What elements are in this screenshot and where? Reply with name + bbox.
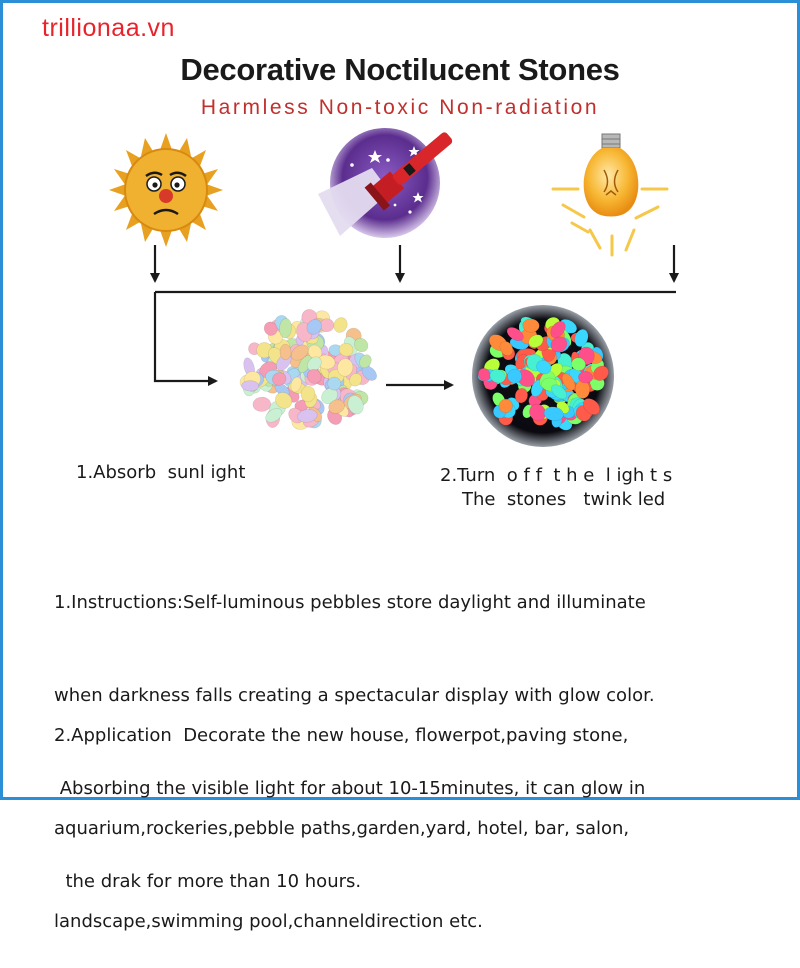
pebble	[551, 384, 567, 400]
pebble	[252, 396, 271, 412]
pebble	[498, 398, 513, 414]
pebble	[507, 368, 523, 384]
flow-connectors	[150, 245, 679, 390]
pebble	[359, 354, 372, 369]
pebble	[263, 321, 278, 336]
pebble	[574, 329, 589, 347]
pebbles-glowing-image	[472, 305, 614, 447]
pebble	[328, 399, 345, 414]
pebble	[297, 409, 318, 423]
instructions-line: 1.Instructions:Self-luminous pebbles sto…	[54, 592, 646, 613]
pebble	[306, 319, 322, 335]
pebble	[353, 337, 369, 353]
pebble	[499, 341, 514, 356]
step-2-caption-line-2: The stones twink led	[462, 489, 666, 510]
pebble	[307, 356, 322, 372]
pebble	[506, 327, 524, 342]
pebble	[593, 365, 609, 381]
pebble	[349, 373, 362, 387]
watermark-text: trillionaa.vn	[42, 14, 175, 42]
flashlight-icon	[318, 128, 453, 238]
pebble	[578, 371, 594, 384]
step-2-caption-line-1: 2.Turn o f f t h e l igh t s	[440, 465, 673, 486]
sun-face-icon	[109, 133, 223, 247]
pebble	[561, 373, 576, 391]
pebble	[543, 406, 564, 422]
pebbles-daylight-image	[239, 309, 377, 430]
pebble	[319, 318, 335, 333]
pebble	[489, 369, 506, 384]
pebble	[550, 321, 566, 338]
pebble	[528, 334, 544, 348]
pebble	[347, 395, 364, 415]
pebble	[333, 317, 348, 333]
pebble	[338, 342, 354, 357]
pebble	[529, 403, 547, 422]
application-line: landscape,swimming pool,channeldirection…	[54, 911, 483, 932]
page-title: Decorative Noctilucent Stones	[180, 52, 620, 87]
pebble	[522, 318, 540, 333]
pebble	[536, 360, 552, 375]
application-line: aquarium,rockeries,pebble paths,garden,y…	[54, 818, 630, 839]
instructions-line: when darkness falls creating a spectacul…	[54, 685, 655, 706]
pebble	[275, 392, 293, 409]
pebble	[306, 369, 322, 384]
pebble	[300, 385, 316, 403]
pebble	[279, 318, 292, 339]
pebble	[327, 376, 342, 391]
pebble	[337, 358, 354, 377]
pebble	[290, 376, 302, 393]
application-paragraph: 2.Application Decorate the new house, fl…	[54, 658, 629, 968]
pebble	[279, 343, 292, 361]
pebble	[272, 372, 287, 386]
pebble	[571, 357, 586, 371]
pebble	[265, 408, 283, 423]
pebble	[477, 367, 491, 382]
instructions-line: Absorbing the visible light for about 10…	[54, 778, 646, 799]
step-1-caption: 1.Absorb sunl ight	[76, 462, 246, 483]
light-bulb-icon	[551, 133, 669, 257]
application-line: 2.Application Decorate the new house, fl…	[54, 725, 629, 746]
page-subtitle: Harmless Non-toxic Non-radiation	[200, 96, 600, 119]
pebble	[550, 336, 568, 353]
pebble	[582, 398, 601, 415]
pebble	[241, 380, 260, 392]
pebble	[514, 387, 528, 404]
process-diagram	[109, 128, 679, 447]
